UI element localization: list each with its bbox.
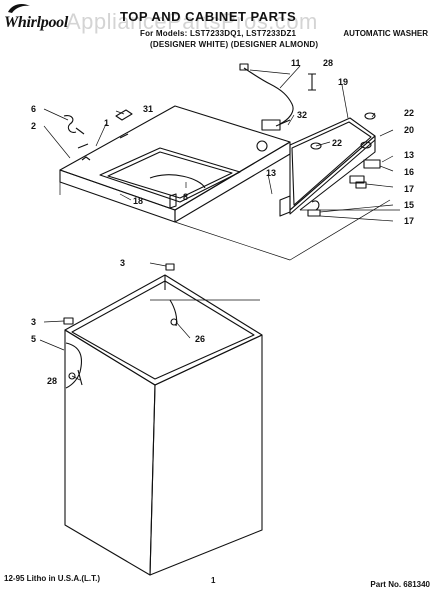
part-number: Part No. 681340 [370, 580, 430, 589]
callout-22: 22 [332, 138, 343, 148]
variants-line: (DESIGNER WHITE) (DESIGNER ALMOND) [150, 40, 319, 49]
watermark: AppliancePartsPros.com [66, 9, 318, 34]
page-number: 1 [211, 576, 216, 585]
print-info: 12-95 Litho in U.S.A.(L.T.) [4, 574, 101, 583]
assembly-guide-lines [59, 65, 400, 301]
whirlpool-logo-swirl-icon [8, 4, 30, 13]
callout-32: 32 [297, 110, 308, 120]
callout-5: 5 [31, 334, 37, 344]
callout-15: 15 [404, 200, 415, 210]
callout-13: 13 [266, 168, 277, 178]
lid-hardware [307, 73, 381, 217]
page-title: TOP AND CABINET PARTS [120, 9, 297, 24]
lid-panel [279, 117, 376, 217]
wire-harness [239, 63, 294, 152]
callout-18: 18 [133, 196, 144, 206]
washer-top-panel [59, 105, 291, 223]
callout-26: 26 [195, 334, 206, 344]
callout-17: 17 [404, 184, 415, 194]
callout-31: 31 [143, 104, 154, 114]
callout-1: 1 [104, 118, 110, 128]
callout-13: 13 [404, 150, 415, 160]
callout-28: 28 [47, 376, 58, 386]
callout-3: 3 [120, 258, 126, 268]
callout-17: 17 [404, 216, 415, 226]
washer-cabinet [63, 263, 263, 576]
callout-19: 19 [338, 77, 349, 87]
product-label: AUTOMATIC WASHER [343, 29, 428, 38]
top-small-parts [63, 109, 177, 209]
callout-2: 2 [31, 121, 37, 131]
callout-28: 28 [323, 58, 334, 68]
callout-11: 11 [291, 58, 301, 68]
callout-3: 3 [31, 317, 37, 327]
callout-22: 22 [404, 108, 415, 118]
callout-6: 6 [31, 104, 37, 114]
callout-leader-lines [39, 69, 394, 381]
models-line: For Models: LST7233DQ1, LST7233DZ1 [140, 29, 297, 38]
brand-logo: Whirlpool [4, 14, 68, 31]
callout-8: 8 [183, 192, 189, 202]
callout-20: 20 [404, 125, 415, 135]
callout-16: 16 [404, 167, 415, 177]
